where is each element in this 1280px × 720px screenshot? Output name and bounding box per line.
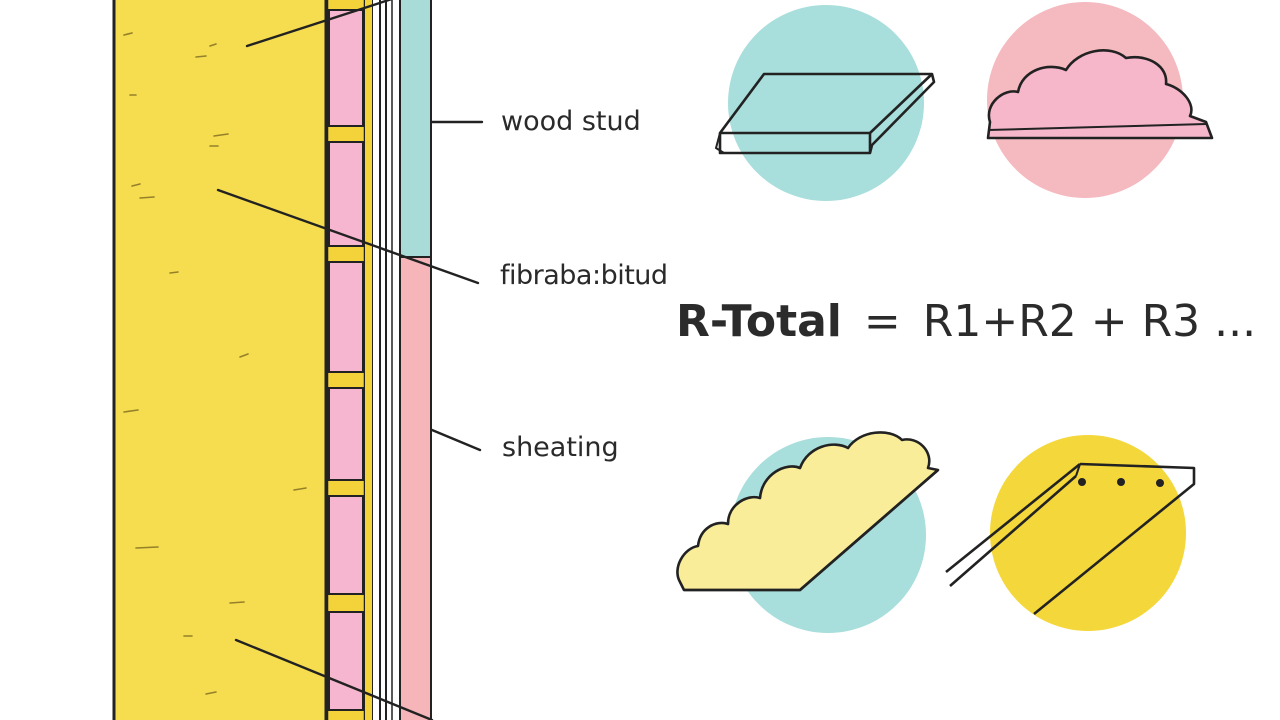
angled-panel-icon: [945, 435, 1196, 631]
formula-equals: =: [863, 296, 901, 347]
leader-lines: [216, 0, 484, 720]
insulation-layer: [112, 0, 328, 720]
r-total-formula: R-Total = R1+R2 + R3 ...: [676, 296, 1256, 347]
sheathing-layer: [385, 0, 432, 720]
sheathing-label: sheating: [502, 432, 619, 463]
cloud-batt-icon: [986, 2, 1214, 198]
fiber-label: fibraba:bitud: [500, 260, 668, 291]
wood-stud-column: [325, 0, 381, 720]
formula-rhs: R1+R2 + R3 ...: [922, 296, 1257, 347]
wood-stud-label: wood stud: [501, 106, 641, 137]
loose-fill-icon: [676, 431, 940, 633]
formula-lhs: R-Total: [676, 296, 842, 347]
rigid-board-icon: [714, 5, 936, 201]
